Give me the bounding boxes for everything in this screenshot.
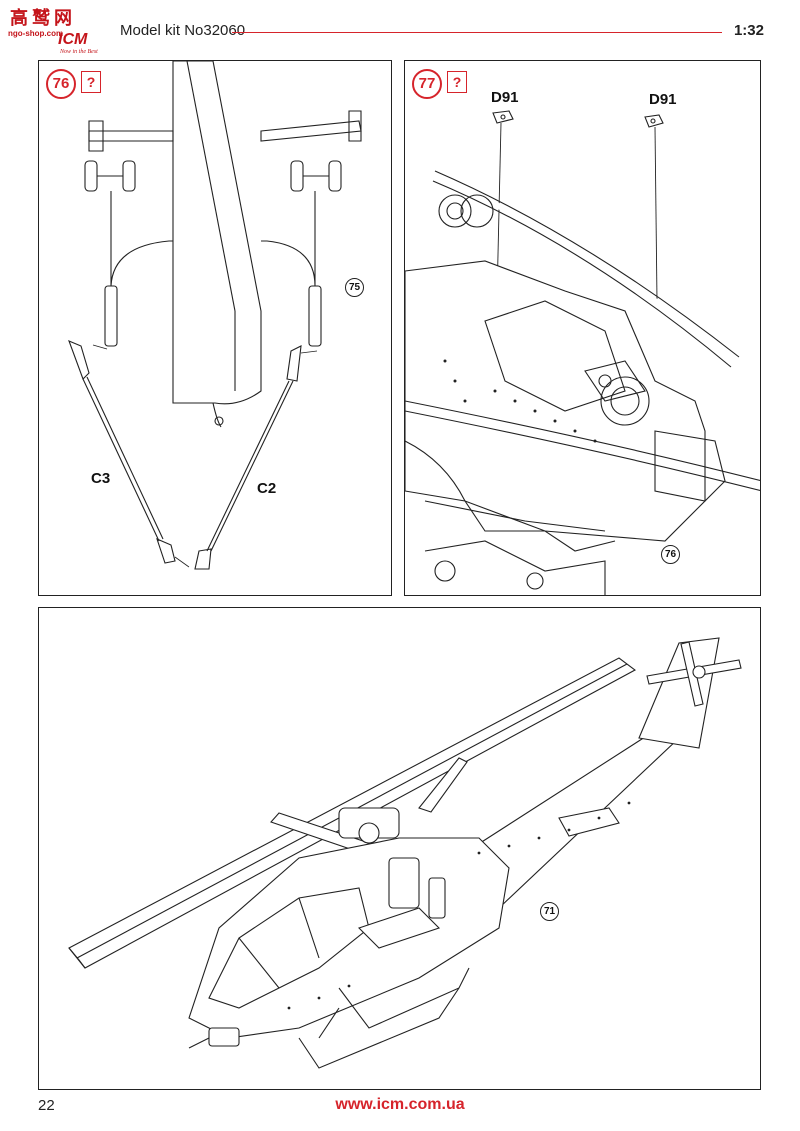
header-rule [232,32,722,33]
part-label-d91-first: D91 [491,89,519,106]
step-number-badge: 76 [46,69,76,99]
helicopter-drawing [68,637,742,1069]
reference-step-circle: 71 [540,902,559,921]
step-76-panel: 76 ? C3 C2 75 [38,60,392,596]
reference-step-circle: 76 [661,545,680,564]
icm-logo: 高 鹫 网 ngo-shop.com ICM Now in the Best [6,6,106,56]
fuselage-detail-drawing [405,110,760,595]
logo-char-2: 鹫 [32,7,50,29]
website-url: www.icm.com.ua [335,1096,465,1113]
logo-site: ngo-shop.com [8,29,63,38]
step-77-panel: 77 ? D91 D91 76 [404,60,761,596]
landing-skid-drawing [68,61,362,570]
logo-char-1: 高 [10,7,28,29]
part-label-d91-second: D91 [649,91,677,108]
logo-char-3: 网 [54,8,72,29]
scale-label: 1:32 [733,22,764,39]
question-mark-box: ? [81,71,101,93]
step-number-badge: 77 [412,69,442,99]
model-kit-title: Model kit No32060 [120,22,246,39]
logo-slogan: Now in the Best [59,49,98,55]
question-mark-box: ? [447,71,467,93]
completed-helicopter-panel: 71 [38,607,761,1090]
part-label-c2: C2 [257,480,277,497]
reference-step-circle: 75 [345,278,364,297]
page-number: 22 [38,1097,55,1114]
part-label-c3: C3 [91,470,111,487]
logo-brand: ICM [58,31,88,48]
